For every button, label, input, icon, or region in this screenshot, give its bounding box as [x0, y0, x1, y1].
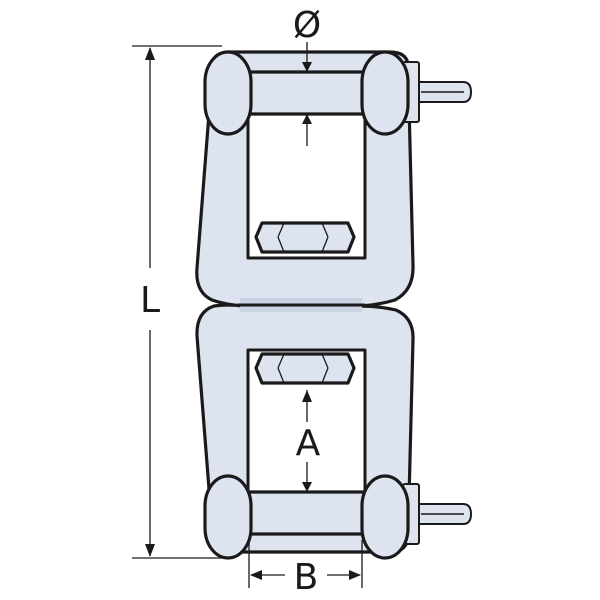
inner-length-arrow-top [302, 390, 312, 402]
diameter-dimension: Ø [293, 5, 321, 146]
inner-length-label: A [296, 423, 321, 464]
lower-hex-nut [254, 352, 356, 385]
inner-width-arrow-right [349, 570, 361, 580]
lower-pin [203, 474, 472, 560]
inner-length-dimension: A [296, 390, 321, 492]
inner-width-dimension: B [248, 540, 363, 598]
diameter-label: Ø [293, 5, 321, 46]
upper-hex-nut [254, 221, 356, 254]
inner-width-label: B [294, 557, 319, 598]
length-arrow-top [145, 47, 155, 60]
inner-length-arrow-bottom [302, 482, 312, 492]
upper-pin [203, 50, 472, 136]
length-label: L [140, 280, 160, 321]
inner-width-arrow-left [250, 570, 262, 580]
diameter-arrow-top [302, 62, 312, 72]
length-dimension: L [132, 45, 222, 559]
length-arrow-bottom [145, 544, 155, 557]
diameter-arrow-bottom [302, 114, 312, 124]
